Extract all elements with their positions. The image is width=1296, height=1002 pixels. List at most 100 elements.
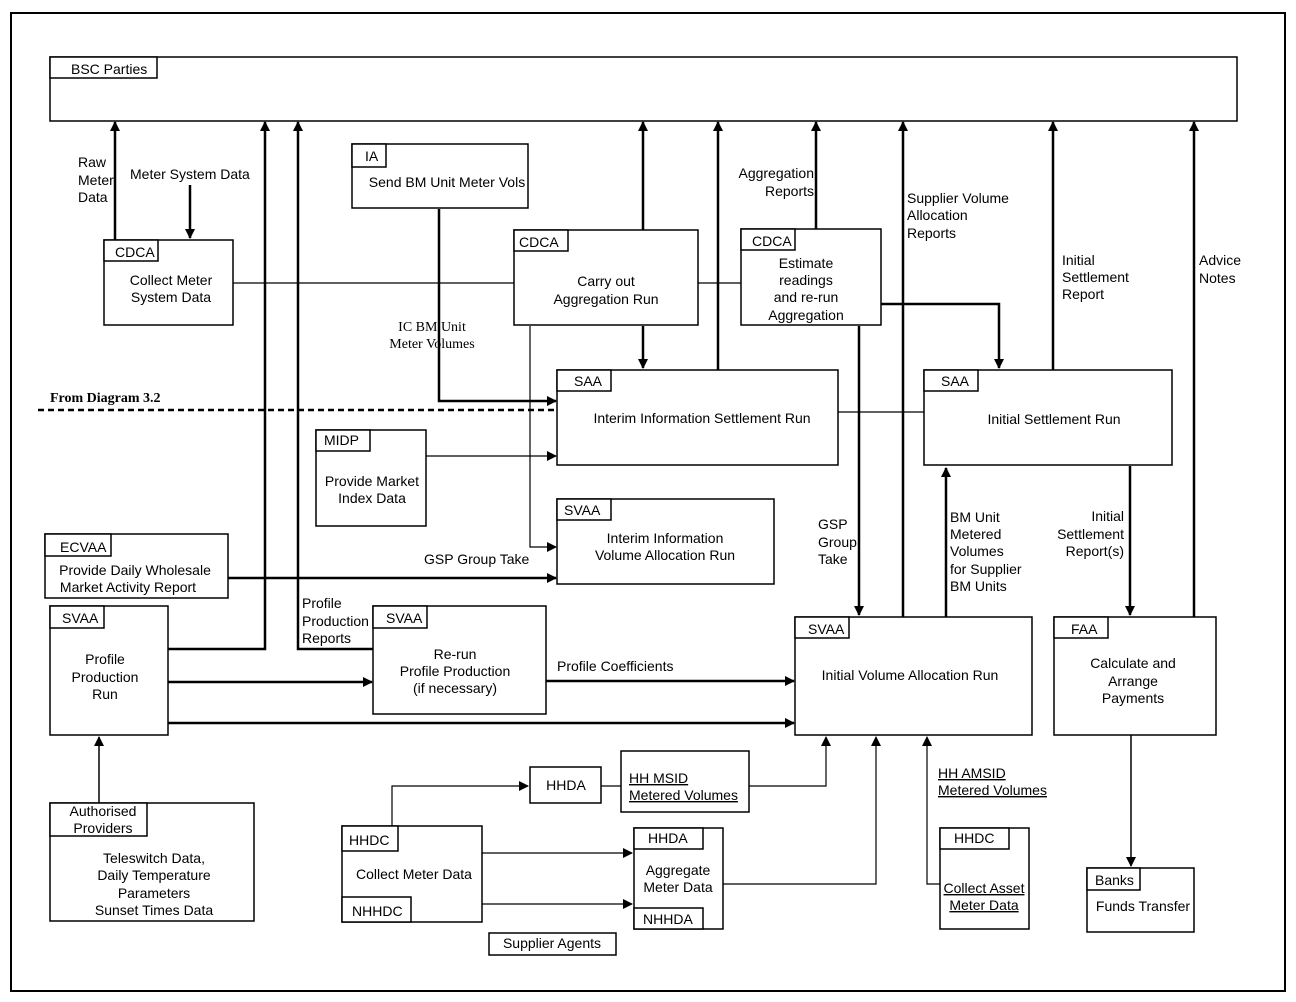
authorised-label-3: Parameters xyxy=(118,885,190,901)
profile-production-reports-label-1: Profile xyxy=(302,595,342,611)
svaa-initial-label: Initial Volume Allocation Run xyxy=(822,667,999,683)
aggregation-reports-label-2: Reports xyxy=(765,183,814,199)
profile-production-reports-label-3: Reports xyxy=(302,630,351,646)
raw-meter-data-label-2: Meter xyxy=(78,172,114,188)
authorised-tag-1: Authorised xyxy=(70,803,137,819)
banks-label: Funds Transfer xyxy=(1096,898,1190,914)
cdca-est-label-3: and re-run xyxy=(774,289,839,305)
cdca-collect-label-1: Collect Meter xyxy=(130,272,213,288)
cdca-collect-tag: CDCA xyxy=(115,244,155,260)
ia-label: Send BM Unit Meter Vols xyxy=(369,174,525,190)
svaa-initial-process xyxy=(794,616,1033,736)
cdca-collect-label-2: System Data xyxy=(131,289,211,305)
bsc-parties-box xyxy=(49,56,1238,122)
connectors xyxy=(38,121,1199,909)
initial-settlement-report-label-3: Report xyxy=(1062,286,1104,302)
svaa-interim-process xyxy=(556,498,775,585)
svaa-interim-label-2: Volume Allocation Run xyxy=(595,547,735,563)
svaa-rerun-label-1: Re-run xyxy=(434,646,477,662)
hhdc-collect-tag: HHDC xyxy=(349,832,389,848)
faa-label-1: Calculate and xyxy=(1090,655,1176,671)
hhda-aggregate-tag2: NHHDA xyxy=(643,911,693,927)
raw-meter-data-label-3: Data xyxy=(78,189,108,205)
cdca-est-label-2: readings xyxy=(779,272,833,288)
sva-reports-label-1: Supplier Volume xyxy=(907,190,1009,206)
ecvaa-label-1: Provide Daily Wholesale xyxy=(59,562,211,578)
cdca-aggregation-process xyxy=(513,229,699,326)
hhda-label: HHDA xyxy=(546,777,586,793)
authorised-label-4: Sunset Times Data xyxy=(95,902,213,918)
supplier-agents-label: Supplier Agents xyxy=(503,935,601,951)
hh-msid-box xyxy=(620,750,750,813)
cdca-agg-label-1: Carry out xyxy=(577,273,635,289)
hh-amsid-label-1: HH AMSID xyxy=(938,765,1006,781)
meter-system-data-label: Meter System Data xyxy=(130,166,250,182)
hh-amsid-label-2: Metered Volumes xyxy=(938,782,1047,798)
flow-profile-production-reports xyxy=(293,121,373,651)
cdca-est-label-1: Estimate xyxy=(779,255,834,271)
svaa-profile-label-1: Profile xyxy=(85,651,125,667)
advice-notes-label-2: Notes xyxy=(1199,270,1236,286)
midp-process xyxy=(315,429,427,527)
hhdc-asset-label-2: Meter Data xyxy=(949,897,1018,913)
flow-asset-to-initial xyxy=(922,736,940,885)
authorised-tag-2: Providers xyxy=(73,820,132,836)
svaa-interim-label-1: Interim Information xyxy=(607,530,724,546)
hhda-aggregate-label-1: Aggregate xyxy=(646,862,711,878)
from-diagram-label: From Diagram 3.2 xyxy=(50,391,161,406)
cdca-collect-process xyxy=(103,239,234,326)
cdca-agg-label-2: Aggregation Run xyxy=(553,291,658,307)
hhdc-asset-process xyxy=(939,827,1030,930)
flow-msid-to-initial xyxy=(749,736,831,787)
cdca-estimate-process xyxy=(740,228,882,326)
flow-est-to-initial xyxy=(881,302,1004,369)
flow-collect-to-hhda xyxy=(391,781,529,826)
initial-settlement-report-label-2: Settlement xyxy=(1062,269,1129,285)
cdca-est-label-4: Aggregation xyxy=(768,307,844,323)
hhdc-collect-tag2: NHHDC xyxy=(352,903,403,919)
authorised-providers-box xyxy=(49,802,255,922)
profile-production-reports-label-2: Production xyxy=(302,613,369,629)
svaa-rerun-tag: SVAA xyxy=(386,610,423,626)
advice-notes-label-1: Advice xyxy=(1199,252,1241,268)
ia-process xyxy=(351,143,529,209)
hhdc-collect-process xyxy=(341,825,483,923)
bm-unit-metered-label-5: BM Units xyxy=(950,578,1007,594)
initial-settlement-reports-label-3: Report(s) xyxy=(1066,543,1124,559)
authorised-label-2: Daily Temperature xyxy=(97,867,211,883)
svaa-interim-tag: SVAA xyxy=(564,502,601,518)
flow-ic-bm-unit xyxy=(437,209,557,406)
ia-tag: IA xyxy=(365,148,379,164)
saa-initial-label: Initial Settlement Run xyxy=(987,411,1120,427)
saa-initial-tag: SAA xyxy=(941,373,970,389)
hhdc-collect-label: Collect Meter Data xyxy=(356,866,472,882)
saa-interim-process xyxy=(556,369,839,466)
svaa-rerun-label-2: Profile Production xyxy=(400,663,511,679)
cdca-agg-tag: CDCA xyxy=(519,234,559,250)
faa-tag: FAA xyxy=(1071,621,1098,637)
raw-meter-data-label-1: Raw xyxy=(78,154,107,170)
gsp-group-take-v-label-2: Group xyxy=(818,534,857,550)
sva-reports-label-2: Allocation xyxy=(907,207,968,223)
banks-tag: Banks xyxy=(1095,872,1134,888)
faa-label-3: Payments xyxy=(1102,690,1164,706)
bm-unit-metered-label-1: BM Unit xyxy=(950,509,1000,525)
profile-coefficients-label: Profile Coefficients xyxy=(557,658,673,674)
bm-unit-metered-label-2: Metered xyxy=(950,526,1001,542)
flow-aggregate-to-initial xyxy=(723,736,881,885)
flow-agg-to-svaa-interim xyxy=(529,326,557,552)
hhda-aggregate-label-2: Meter Data xyxy=(643,879,712,895)
midp-label-2: Index Data xyxy=(338,490,406,506)
ecvaa-tag: ECVAA xyxy=(60,539,107,555)
gsp-group-take-h-label: GSP Group Take xyxy=(424,551,530,567)
hhdc-asset-label-1: Collect Asset xyxy=(944,880,1025,896)
svaa-initial-tag: SVAA xyxy=(808,621,845,637)
hh-msid-label-1: HH MSID xyxy=(629,770,688,786)
bm-unit-metered-label-4: for Supplier xyxy=(950,561,1022,577)
aggregation-reports-label-1: Aggregation xyxy=(738,165,814,181)
initial-settlement-report-label-1: Initial xyxy=(1062,252,1095,268)
diagram-border xyxy=(10,12,1286,992)
initial-settlement-reports-label-1: Initial xyxy=(1091,508,1124,524)
ic-bm-unit-label-2: Meter Volumes xyxy=(389,337,474,352)
cdca-est-tag: CDCA xyxy=(752,233,792,249)
